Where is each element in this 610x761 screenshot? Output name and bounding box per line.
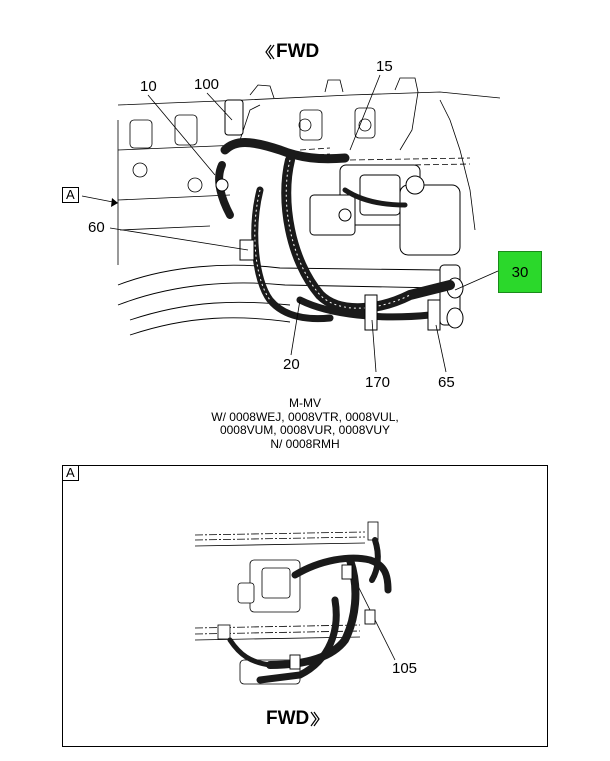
view-a-arrow-icon xyxy=(111,198,118,207)
view-a-marker: A xyxy=(62,187,79,203)
callout-10: 10 xyxy=(140,78,157,95)
note-line-1: M-MV xyxy=(289,396,321,410)
clamps xyxy=(215,99,441,331)
callout-105: 105 xyxy=(392,660,418,677)
fwd-arrow-icon xyxy=(265,44,272,60)
callout-20: 20 xyxy=(283,356,300,373)
callout-15: 15 xyxy=(376,58,393,75)
applicability-note: M-MV W/ 0008WEJ, 0008VTR, 0008VUL, 0008V… xyxy=(150,396,460,451)
callout-100: 100 xyxy=(194,76,220,93)
callout-65: 65 xyxy=(438,374,455,391)
fwd-arrow-icon-bottom xyxy=(310,711,317,727)
detail-view-a xyxy=(62,465,548,747)
leader-lines xyxy=(81,74,499,373)
fwd-label: FWD xyxy=(276,41,320,62)
callout-60: 60 xyxy=(88,219,105,236)
starter-motor xyxy=(309,164,464,329)
note-line-4: N/ 0008RMH xyxy=(270,436,340,451)
detail-view-marker: A xyxy=(62,465,79,481)
callout-30-highlight: 30 xyxy=(498,251,542,293)
callout-170: 170 xyxy=(365,374,391,391)
detail-fwd-label: FWD xyxy=(266,708,310,729)
note-line-3: 0008VUM, 0008VUR, 0008VUY xyxy=(219,423,391,437)
note-line-2: W/ 0008WEJ, 0008VTR, 0008VUL, xyxy=(211,409,399,424)
